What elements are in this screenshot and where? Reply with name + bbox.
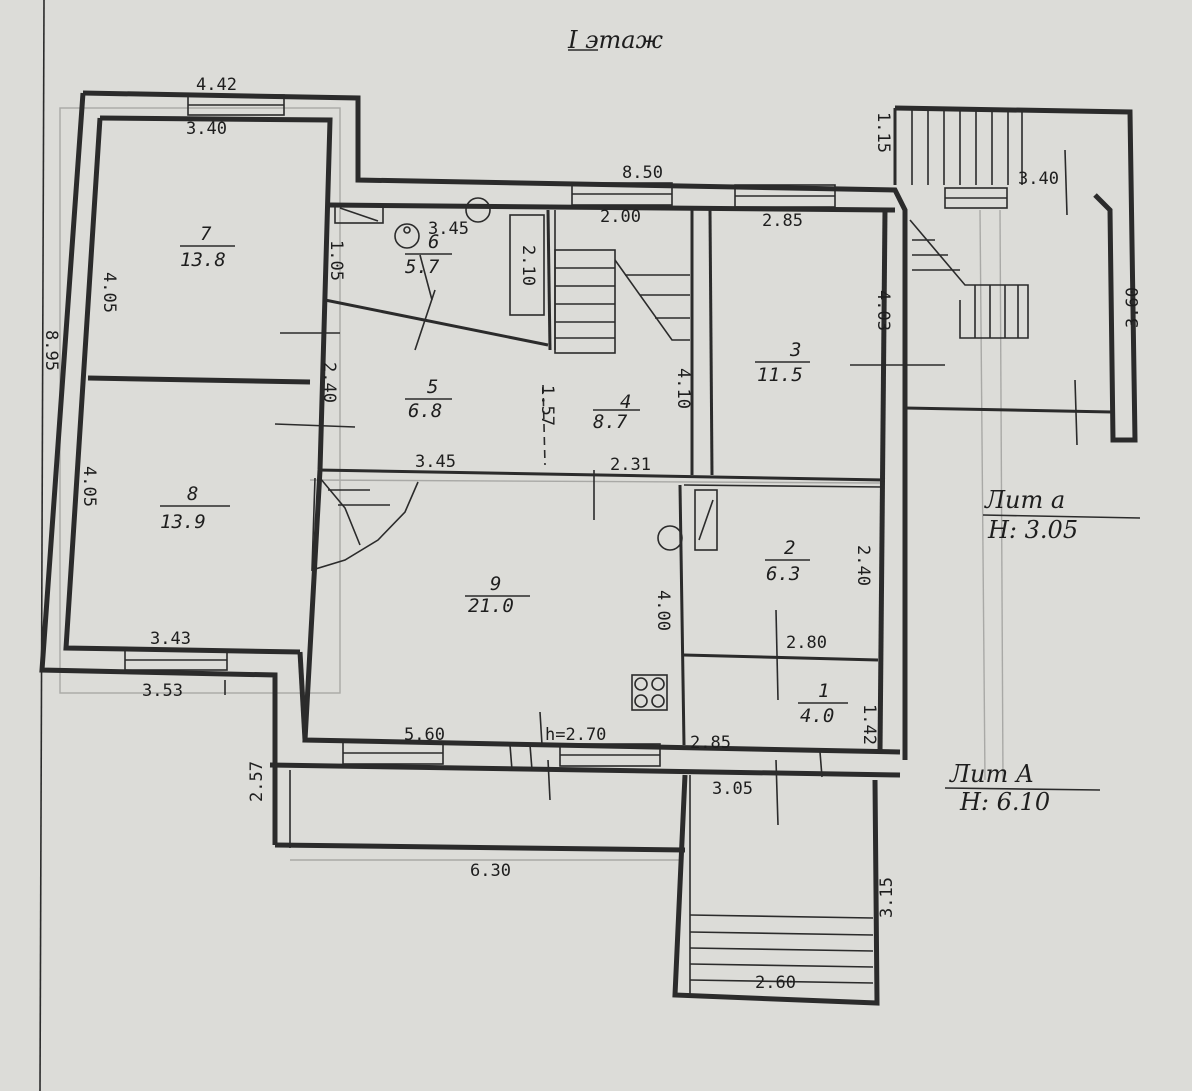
stove-icon: [631, 674, 668, 711]
dim-5-60: 5.60: [404, 725, 445, 745]
room-7-area: 13.8: [180, 249, 226, 271]
bathtub-icon: [509, 214, 545, 316]
dim-3-45-mid: 3.45: [415, 452, 456, 472]
stair-room-9: [311, 477, 419, 572]
dim-1-05: 1.05: [326, 240, 346, 281]
room-7-number: 7: [200, 223, 212, 245]
dim-3-43: 3.43: [150, 629, 191, 649]
water-heater-icon: [465, 197, 491, 223]
building-letters: Лит а H: 3.05 Лит А H: 6.10: [944, 486, 1141, 816]
room-9-area: 21.0: [468, 595, 514, 617]
dim-4-05-top: 4.05: [99, 272, 119, 313]
dim-3-05: 3.05: [712, 779, 753, 799]
room-6-area: 5.7: [405, 256, 440, 278]
sink-icon: [334, 204, 384, 224]
lit-a-big-name: Лит А: [949, 760, 1034, 788]
gas-meter-icon: [657, 525, 683, 551]
room-3-number: 3: [789, 339, 801, 361]
dim-4-00: 4.00: [653, 590, 673, 631]
dim-1-42: 1.42: [859, 704, 879, 745]
dim-4-10: 4.10: [673, 368, 693, 409]
room-4-area: 8.7: [593, 411, 628, 433]
dim-2-85-top: 2.85: [762, 211, 803, 231]
dim-3-40: 3.40: [186, 119, 227, 139]
stairs-main: [554, 249, 690, 354]
extension-walls: [893, 105, 1138, 446]
dim-3-53: 3.53: [142, 681, 183, 701]
dim-2-80: 2.80: [786, 633, 827, 653]
room-6-number: 6: [428, 231, 439, 253]
room-2-number: 2: [784, 537, 795, 559]
dim-2-85-bottom: 2.85: [690, 733, 731, 753]
room-3-area: 11.5: [757, 364, 803, 386]
lit-a-small-height: H: 3.05: [987, 516, 1078, 544]
room-8-area: 13.9: [160, 511, 206, 533]
dim-8-95: 8.95: [41, 330, 61, 371]
dim-4-05-bottom: 4.05: [79, 466, 99, 507]
dimensions-horizontal: 4.42 3.40 3.45 8.50 2.00 2.85 3.40 3.45 …: [142, 75, 1059, 993]
room-5-number: 5: [427, 376, 438, 398]
room-9-number: 9: [490, 573, 501, 595]
dim-3-15: 3.15: [877, 877, 897, 918]
toilet-icon: [394, 223, 420, 249]
room-2-area: 6.3: [766, 563, 800, 585]
room-4-number: 4: [620, 391, 631, 413]
dimensions-vertical: 4.05 1.05 2.10 4.03 3.60 1.15 8.95 2.40 …: [41, 112, 1143, 918]
dim-2-31: 2.31: [610, 455, 651, 475]
lit-a-big-height: H: 6.10: [959, 788, 1050, 816]
stairs-extension-top: [911, 110, 1023, 185]
dim-2-40-left: 2.40: [319, 362, 339, 403]
dim-6-30: 6.30: [470, 861, 511, 881]
dim-4-03: 4.03: [873, 290, 893, 331]
dim-2-57: 2.57: [247, 761, 267, 802]
room-5-area: 6.8: [408, 400, 442, 422]
room-1-area: 4.0: [800, 705, 834, 727]
dim-2-10: 2.10: [518, 245, 538, 286]
fixtures: [224, 197, 945, 826]
lit-a-small-name: Лит а: [984, 486, 1065, 514]
dim-height-2-70: h=2.70: [545, 725, 606, 745]
dim-1-57: 1.57: [537, 385, 557, 426]
partitions: [87, 209, 886, 746]
dim-2-00: 2.00: [600, 207, 641, 227]
dim-3-45-top: 3.45: [428, 219, 469, 239]
dim-2-40-right: 2.40: [853, 545, 873, 586]
dim-3-40-ext: 3.40: [1018, 169, 1059, 189]
dim-4-42: 4.42: [196, 75, 237, 95]
room-8-number: 8: [187, 483, 198, 505]
dim-8-50: 8.50: [622, 163, 663, 183]
stairs-entrance: [672, 774, 880, 1006]
dim-2-60: 2.60: [755, 973, 796, 993]
room-labels: 7 13.8 6 5.7 5 6.8 4 8.7 3 11.5 8 13.9 9…: [160, 223, 848, 727]
windows: [124, 94, 1008, 778]
dim-3-60: 3.60: [1123, 287, 1143, 328]
boiler-icon: [694, 489, 718, 551]
stairs-extension-inner: [909, 219, 1029, 339]
dim-1-15: 1.15: [873, 112, 893, 153]
room-1-number: 1: [818, 680, 829, 702]
sheet-margin-line: [39, 0, 45, 1091]
